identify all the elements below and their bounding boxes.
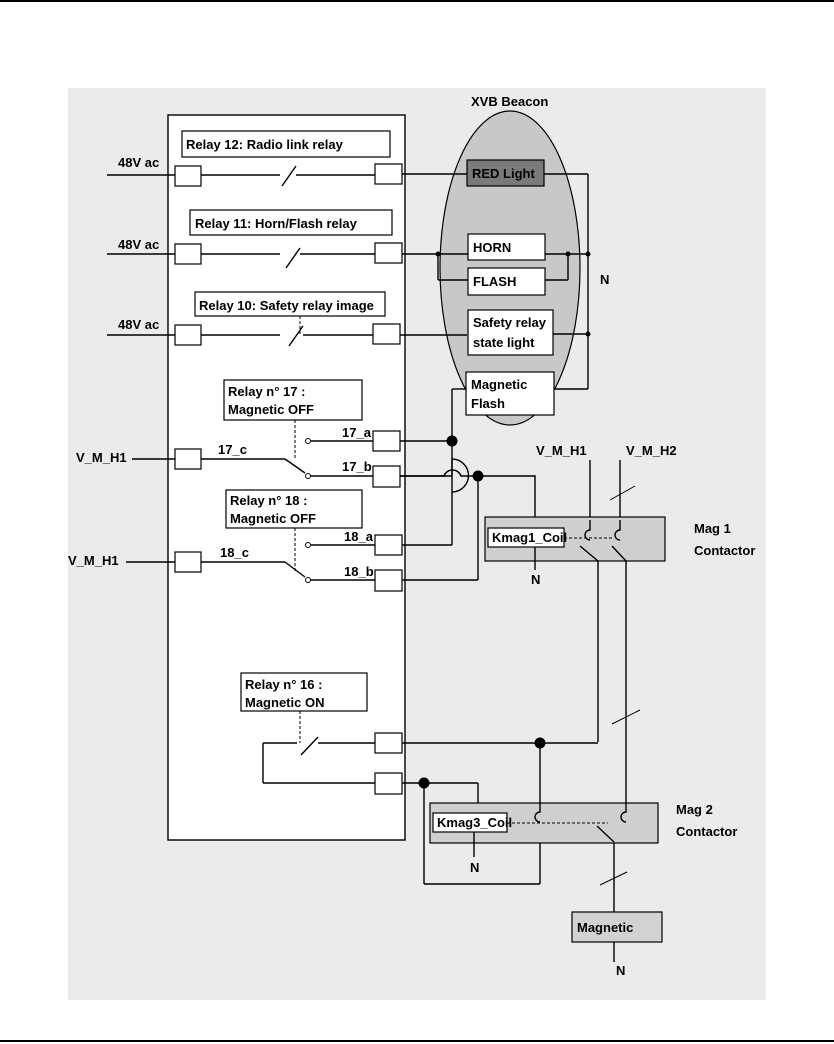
relay-18-label-box [225, 489, 363, 529]
relay-16-label-1: Relay n° 16 : [245, 677, 322, 692]
mag2-label-2: Contactor [676, 824, 737, 839]
mag2-label-1: Mag 2 [676, 802, 713, 817]
terminal-17a [372, 430, 401, 452]
magnetic-flash-label-1: Magnetic [471, 377, 527, 392]
relay-11-label: Relay 11: Horn/Flash relay [195, 216, 358, 231]
contact-18b: 18_b [344, 564, 374, 579]
relay-11-label-box [189, 209, 393, 236]
kmag3-coil-label: Kmag3_Coil [437, 815, 512, 830]
magnetic-load [571, 911, 663, 943]
relay-17-label-2: Magnetic OFF [228, 402, 314, 417]
terminal-18c [174, 551, 202, 573]
neutral-label-load: N [616, 963, 625, 978]
input-48v-2: 48V ac [118, 237, 159, 252]
magnetic-load-label: Magnetic [577, 920, 633, 935]
input-48v-3: 48V ac [118, 317, 159, 332]
magnetic-flash-box [465, 371, 555, 416]
red-light-label: RED Light [472, 166, 535, 181]
contact-17a: 17_a [342, 425, 372, 440]
magnetic-flash-label-2: Flash [471, 396, 505, 411]
contact-18a: 18_a [344, 529, 374, 544]
contact-17b: 17_b [342, 459, 372, 474]
horn-label: HORN [473, 240, 511, 255]
terminal-r12-out [374, 163, 403, 185]
mag1-label-1: Mag 1 [694, 521, 731, 536]
terminal-17c [174, 448, 202, 470]
relay-module [167, 114, 406, 841]
relay-10-label-box [194, 291, 386, 317]
relay-18-label-1: Relay n° 18 : [230, 493, 307, 508]
safety-light-label-2: state light [473, 335, 535, 350]
kmag1-coil-label: Kmag1_Coil [492, 530, 567, 545]
supply-vmh1: V_M_H1 [536, 443, 587, 458]
flash-label: FLASH [473, 274, 516, 289]
relay-16-label-2: Magnetic ON [245, 695, 324, 710]
terminal-r12-in [174, 165, 202, 187]
safety-light-box [467, 309, 554, 356]
neutral-label-mag1: N [531, 572, 540, 587]
flash-box [467, 267, 546, 296]
contact-17c: 17_c [218, 442, 247, 457]
beacon-title: XVB Beacon [471, 94, 548, 109]
safety-light-label-1: Safety relay [473, 315, 547, 330]
terminal-r16-b [374, 772, 403, 795]
terminal-18a [374, 534, 403, 556]
terminal-18b [374, 569, 403, 592]
input-48v-1: 48V ac [118, 155, 159, 170]
input-vmh1-2: V_M_H1 [68, 553, 119, 568]
relay-17-label-1: Relay n° 17 : [228, 384, 305, 399]
terminal-r11-in [174, 243, 202, 265]
neutral-label-mag2: N [470, 860, 479, 875]
relay-17-label-box [223, 379, 363, 421]
terminal-17b [372, 465, 401, 488]
terminal-r16-a [374, 732, 403, 754]
relay-10-label: Relay 10: Safety relay image [199, 298, 374, 313]
input-vmh1-1: V_M_H1 [76, 450, 127, 465]
supply-vmh2: V_M_H2 [626, 443, 677, 458]
relay-12-label-box [181, 130, 391, 158]
terminal-r11-out [374, 242, 403, 264]
terminal-r10-in [174, 324, 202, 346]
mag1-label-2: Contactor [694, 543, 755, 558]
relay-16-label-box [240, 672, 368, 712]
relay-18-label-2: Magnetic OFF [230, 511, 316, 526]
contact-18c: 18_c [220, 545, 249, 560]
relay-12-label: Relay 12: Radio link relay [186, 137, 344, 152]
red-light-box [466, 159, 545, 187]
terminal-r10-out [372, 323, 401, 345]
neutral-label-beacon: N [600, 272, 609, 287]
horn-box [467, 233, 546, 261]
